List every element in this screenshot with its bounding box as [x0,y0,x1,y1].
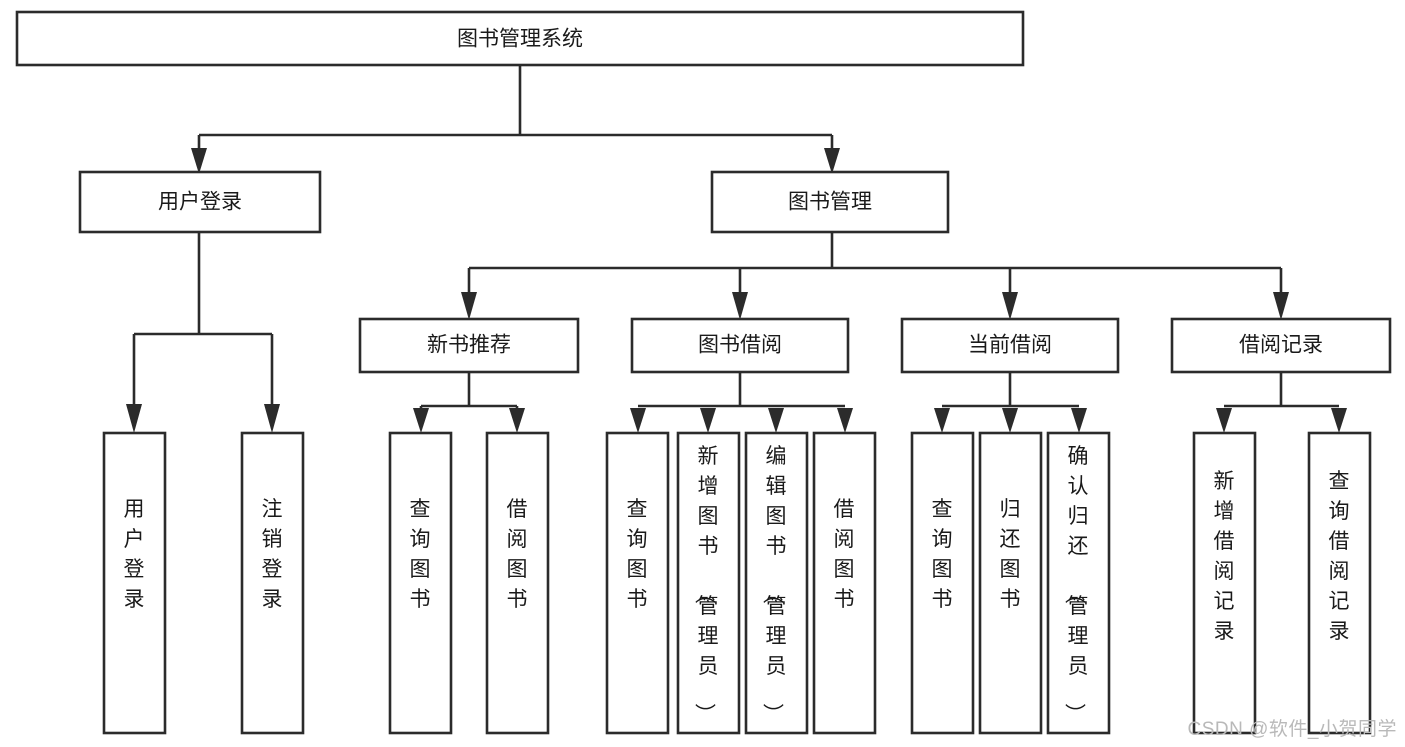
node-book-manage[interactable]: 图书管理 [710,170,950,234]
node-leaf-query-book-2[interactable]: 查询图书 [605,431,670,735]
node-root[interactable]: 图书管理系统 [15,10,1025,67]
arrow-head-leaf-add-book [700,408,716,433]
node-leaf-add-record-box[interactable] [1192,431,1257,735]
node-leaf-user-login-label: 用户登录 [124,498,145,611]
arrow-head-book-manage [824,148,840,174]
node-leaf-borrow-book-2-box[interactable] [812,431,877,735]
node-leaf-add-book-label: 新增图书（管理员） [693,445,719,724]
node-leaf-confirm-return-label: 确认归还（管理员） [1063,445,1089,724]
node-leaf-confirm-return-box[interactable] [1046,431,1111,735]
node-root-box[interactable] [15,10,1025,67]
arrow-head-leaf-edit-book [768,408,784,433]
node-leaf-query-book-3-box[interactable] [910,431,975,735]
node-leaf-edit-book[interactable]: 编辑图书（管理员） [744,431,809,735]
node-leaf-confirm-return[interactable]: 确认归还（管理员） [1046,431,1111,735]
node-user-login[interactable]: 用户登录 [78,170,322,234]
node-leaf-query-book-1-box[interactable] [388,431,453,735]
node-leaf-logout-box[interactable] [240,431,305,735]
node-leaf-add-book[interactable]: 新增图书（管理员） [676,431,741,735]
arrow-head-leaf-query-book-2 [630,408,646,433]
node-book-borrow-box[interactable] [630,317,850,374]
node-leaf-borrow-book-2[interactable]: 借阅图书 [812,431,877,735]
node-leaf-query-book-2-label: 查询图书 [627,498,648,611]
node-leaf-query-book-1[interactable]: 查询图书 [388,431,453,735]
node-leaf-user-login-box[interactable] [102,431,167,735]
node-borrow-record-label: 借阅记录 [1239,334,1323,357]
arrow-head-leaf-query-book-1 [413,408,429,433]
csdn-watermark: CSDN @软件_小贺同学 [1187,719,1397,740]
node-leaf-query-record-label: 查询借阅记录 [1329,470,1350,643]
arrow-head-leaf-return-book [1002,408,1018,433]
arrow-head-leaf-user-login [126,404,142,433]
arrow-head-current-borrow [1002,292,1018,320]
node-current-borrow[interactable]: 当前借阅 [900,317,1120,374]
node-user-login-box[interactable] [78,170,322,234]
node-user-login-label: 用户登录 [158,191,242,214]
node-leaf-return-book-label: 归还图书 [1000,498,1021,611]
node-leaf-add-record-label: 新增借阅记录 [1214,470,1235,643]
node-leaf-user-login[interactable]: 用户登录 [102,431,167,735]
connector-layer [126,65,1347,433]
node-new-book-rec-label: 新书推荐 [427,334,511,357]
node-leaf-query-book-3-label: 查询图书 [932,498,953,611]
node-leaf-edit-book-box[interactable] [744,431,809,735]
node-leaf-add-record[interactable]: 新增借阅记录 [1192,431,1257,735]
node-current-borrow-box[interactable] [900,317,1120,374]
node-leaf-edit-book-label: 编辑图书（管理员） [761,445,787,724]
node-leaf-query-book-3[interactable]: 查询图书 [910,431,975,735]
arrow-head-leaf-borrow-book-2 [837,408,853,433]
node-leaf-logout-label: 注销登录 [262,498,283,611]
node-borrow-record[interactable]: 借阅记录 [1170,317,1392,374]
node-current-borrow-label: 当前借阅 [968,334,1052,357]
node-new-book-rec[interactable]: 新书推荐 [358,317,580,374]
node-leaf-borrow-book-1-box[interactable] [485,431,550,735]
node-leaf-add-book-box[interactable] [676,431,741,735]
node-leaf-logout[interactable]: 注销登录 [240,431,305,735]
node-book-borrow[interactable]: 图书借阅 [630,317,850,374]
arrow-head-user-login [191,148,207,174]
node-leaf-query-record-box[interactable] [1307,431,1372,735]
node-root-label: 图书管理系统 [457,28,583,51]
arrow-head-book-borrow [732,292,748,320]
node-leaf-query-book-1-label: 查询图书 [410,498,431,611]
node-leaf-query-book-2-box[interactable] [605,431,670,735]
node-leaf-query-record[interactable]: 查询借阅记录 [1307,431,1372,735]
node-book-borrow-label: 图书借阅 [698,334,782,357]
arrow-head-leaf-query-record [1331,408,1347,433]
node-leaf-borrow-book-2-label: 借阅图书 [834,498,855,611]
arrow-head-leaf-confirm-return [1071,408,1087,433]
arrow-head-leaf-query-book-3 [934,408,950,433]
arrow-head-leaf-add-record [1216,408,1232,433]
arrow-head-leaf-logout [264,404,280,433]
node-new-book-rec-box[interactable] [358,317,580,374]
node-borrow-record-box[interactable] [1170,317,1392,374]
arrow-head-new-book-rec [461,292,477,320]
node-leaf-borrow-book-1-label: 借阅图书 [507,498,528,611]
node-leaf-return-book-box[interactable] [978,431,1043,735]
node-book-manage-box[interactable] [710,170,950,234]
node-leaf-return-book[interactable]: 归还图书 [978,431,1043,735]
arrow-head-borrow-record [1273,292,1289,320]
node-leaf-borrow-book-1[interactable]: 借阅图书 [485,431,550,735]
node-book-manage-label: 图书管理 [788,191,872,214]
arrow-head-leaf-borrow-book-1 [509,408,525,433]
